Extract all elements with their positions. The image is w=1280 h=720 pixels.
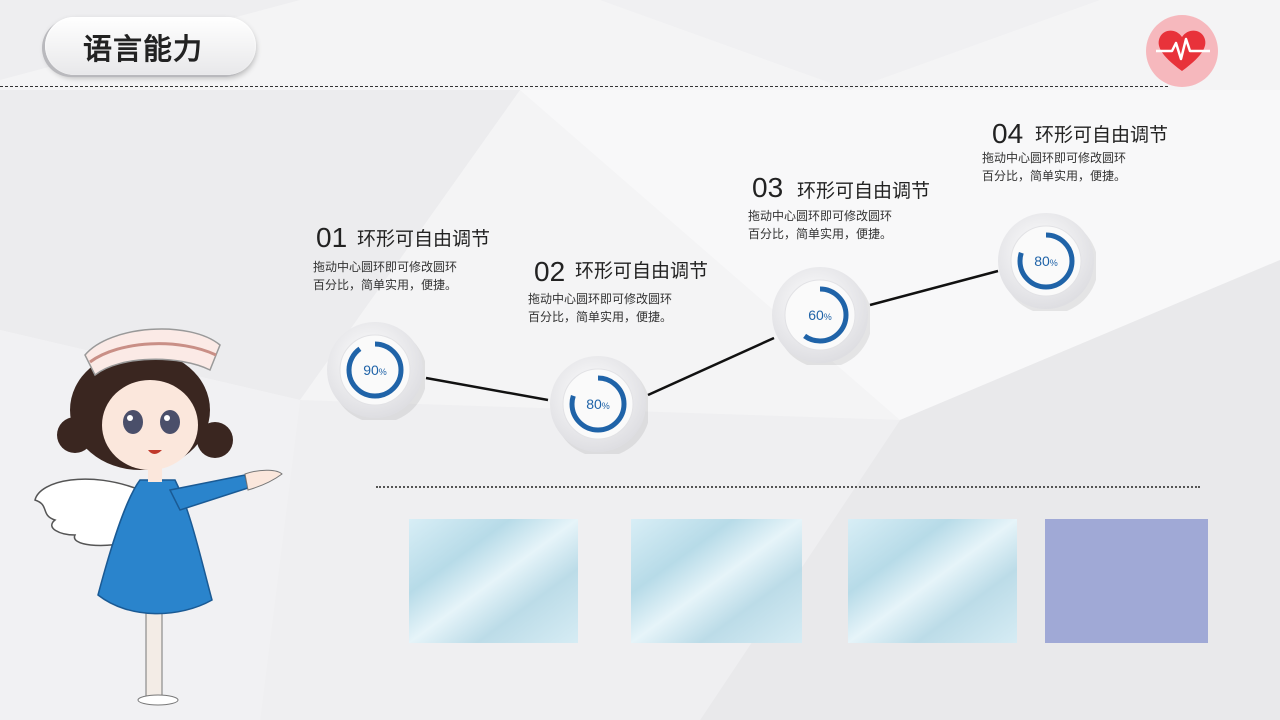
- progress-number: 60: [808, 307, 824, 323]
- progress-unit: %: [823, 311, 832, 322]
- title-pill: [45, 17, 256, 75]
- page-title: 语言能力: [83, 32, 204, 66]
- progress-ring-1[interactable]: 90%: [325, 320, 427, 423]
- step-1-desc-line1: 拖动中心圆环即可修改圆环: [313, 260, 458, 274]
- progress-value: 60%: [770, 265, 870, 365]
- progress-arc: [346, 341, 404, 399]
- step-4-title: 环形可自由调节: [1035, 124, 1169, 146]
- progress-value: 90%: [325, 320, 425, 420]
- step-2-number: 02: [534, 256, 566, 287]
- step-3-desc-line2: 百分比，简单实用，便捷。: [748, 227, 893, 241]
- section-divider: [376, 486, 1200, 488]
- image-panel-4[interactable]: [1045, 519, 1208, 643]
- step-2-title: 环形可自由调节: [575, 260, 709, 282]
- step-1-desc: 拖动中心圆环即可修改圆环 百分比，简单实用，便捷。: [313, 258, 513, 294]
- progress-ring-graphic: [998, 213, 1098, 314]
- progress-ring-4[interactable]: 80%: [996, 211, 1098, 314]
- step-4-number: 04: [992, 118, 1024, 149]
- progress-unit: %: [378, 366, 387, 377]
- step-1-title: 环形可自由调节: [357, 228, 491, 250]
- progress-number: 80: [1034, 253, 1050, 269]
- progress-value: 80%: [996, 211, 1096, 311]
- progress-arc: [791, 286, 849, 344]
- step-1-desc-line2: 百分比，简单实用，便捷。: [313, 278, 458, 292]
- step-1-number: 01: [316, 222, 348, 253]
- step-4-desc-line2: 百分比，简单实用，便捷。: [982, 169, 1127, 183]
- progress-ring-graphic: [327, 322, 427, 423]
- header-divider: [0, 86, 1168, 87]
- step-4-desc-line1: 拖动中心圆环即可修改圆环: [982, 151, 1127, 165]
- progress-value: 80%: [548, 354, 648, 454]
- step-2-desc: 拖动中心圆环即可修改圆环 百分比，简单实用，便捷。: [528, 290, 728, 326]
- nurse-illustration: [34, 328, 283, 706]
- progress-arc: [1017, 232, 1075, 290]
- progress-ring-graphic: [550, 356, 650, 457]
- step-4-desc: 拖动中心圆环即可修改圆环 百分比，简单实用，便捷。: [982, 149, 1182, 185]
- image-panel-3[interactable]: [848, 519, 1017, 643]
- progress-number: 90: [363, 362, 379, 378]
- progress-ring-2[interactable]: 80%: [548, 354, 650, 457]
- step-2-desc-line1: 拖动中心圆环即可修改圆环: [528, 292, 673, 306]
- progress-unit: %: [1049, 257, 1058, 268]
- step-2-desc-line2: 百分比，简单实用，便捷。: [528, 310, 673, 324]
- heart-pulse-icon: [1146, 15, 1218, 87]
- progress-ring-graphic: [772, 267, 872, 368]
- step-3-title: 环形可自由调节: [797, 180, 931, 202]
- step-3-desc: 拖动中心圆环即可修改圆环 百分比，简单实用，便捷。: [748, 207, 948, 243]
- step-3-desc-line1: 拖动中心圆环即可修改圆环: [748, 209, 893, 223]
- progress-ring-3[interactable]: 60%: [770, 265, 872, 368]
- progress-unit: %: [601, 400, 610, 411]
- step-3-number: 03: [752, 172, 784, 203]
- progress-number: 80: [586, 396, 602, 412]
- image-panel-2[interactable]: [631, 519, 802, 643]
- image-panel-1[interactable]: [409, 519, 578, 643]
- progress-arc: [569, 375, 627, 433]
